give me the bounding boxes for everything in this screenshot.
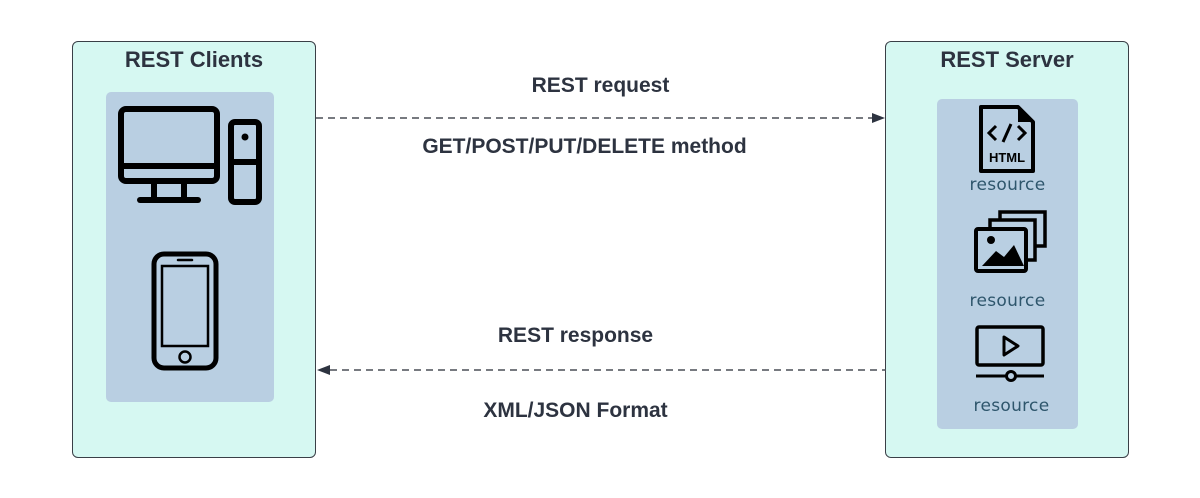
server-resource-panel: HTML resource resource resource	[937, 99, 1078, 429]
rest-server-box: REST Server HTML resource resource r	[885, 41, 1129, 458]
rest-clients-box: REST Clients	[72, 41, 316, 458]
request-method-label: GET/POST/PUT/DELETE method	[422, 135, 747, 158]
response-arrow	[317, 365, 886, 375]
resource-label-image: resource	[969, 291, 1046, 311]
rest-server-title: REST Server	[940, 47, 1074, 72]
smartphone-icon	[151, 251, 219, 371]
request-label: REST request	[531, 74, 670, 97]
request-arrow	[316, 113, 885, 123]
html-file-icon: HTML	[979, 105, 1035, 173]
response-format-label: XML/JSON Format	[483, 399, 668, 422]
svg-text:HTML: HTML	[989, 150, 1025, 165]
clients-device-panel	[106, 92, 274, 402]
desktop-computer-icon	[118, 106, 262, 205]
response-label: REST response	[497, 324, 654, 347]
image-gallery-icon	[974, 210, 1047, 273]
rest-clients-title: REST Clients	[124, 47, 264, 72]
video-player-icon	[975, 325, 1045, 382]
resource-label-video: resource	[973, 396, 1050, 416]
resource-label-html: resource	[969, 175, 1046, 195]
